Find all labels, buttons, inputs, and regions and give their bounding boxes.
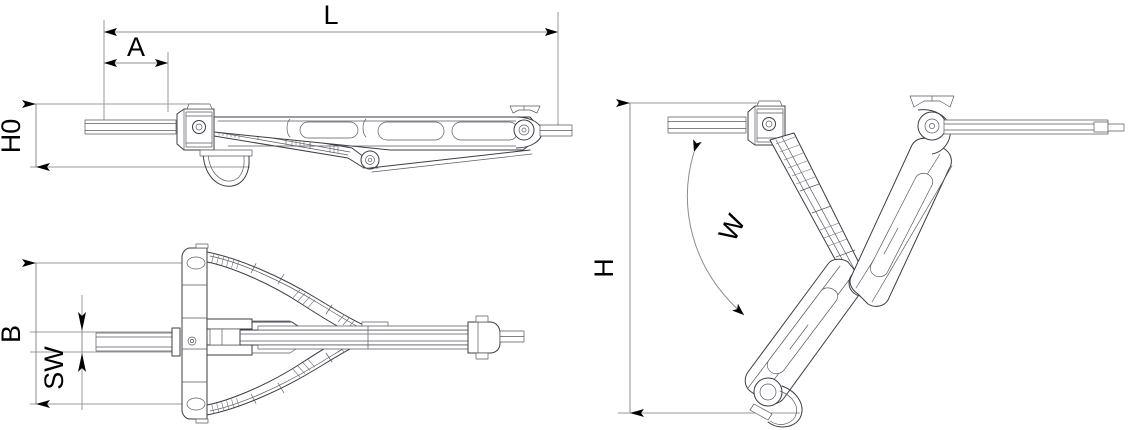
upper-arm-hatch xyxy=(775,136,848,247)
dimension-label-H0: H0 xyxy=(0,119,26,154)
scissor-arm-upper xyxy=(213,116,537,151)
dimension-label-H: H xyxy=(589,258,619,278)
output-shaft-right xyxy=(539,124,573,137)
base-plate xyxy=(181,243,209,424)
side-view-collapsed: L A H0 xyxy=(0,0,573,187)
lower-left-arm-raised xyxy=(744,258,865,405)
right-end-block-plan xyxy=(467,315,525,360)
dimension-label-B: B xyxy=(0,325,26,343)
main-beam-plan xyxy=(239,325,469,350)
side-view-raised: H W xyxy=(589,95,1125,428)
plan-view: B SW xyxy=(0,243,525,424)
dimension-height-max: H xyxy=(589,99,644,417)
jack-body-plan xyxy=(95,243,525,424)
jack-body-side-raised xyxy=(667,95,1125,428)
dimension-spanner-width: SW xyxy=(39,312,86,390)
nut-block xyxy=(176,103,215,151)
dimension-height-min: H0 xyxy=(0,100,50,171)
top-pivot-head-raised xyxy=(909,95,955,155)
dimension-label-SW: SW xyxy=(39,346,69,390)
dimension-angle-w: W xyxy=(686,139,752,316)
dimension-label-W: W xyxy=(713,209,752,246)
dimension-label-A: A xyxy=(127,32,145,62)
dimension-label-L: L xyxy=(323,0,338,30)
jack-body-side-collapsed xyxy=(84,103,573,187)
mid-pivot-joint xyxy=(360,150,380,170)
upper-right-arm-raised xyxy=(849,137,953,307)
upper-left-arm-raised xyxy=(769,132,865,284)
diagonal-brace xyxy=(369,149,533,173)
lifting-hook xyxy=(199,149,253,187)
spindle-rod-left xyxy=(84,119,177,135)
spindle-rod-plan xyxy=(95,327,181,357)
right-pivot-head xyxy=(509,105,543,149)
spindle-rod-right-raised xyxy=(943,119,1125,135)
v-arm-upper-hatch xyxy=(211,253,355,329)
dimension-length: L xyxy=(104,0,558,36)
spindle-rod-left-raised xyxy=(667,116,747,134)
nut-block-raised xyxy=(747,100,786,146)
foot-pivot-hook xyxy=(749,377,803,428)
extension-lines-plan-view xyxy=(30,262,196,410)
dimension-offset-a: A xyxy=(104,32,168,67)
dimension-width-b: B xyxy=(0,259,50,408)
